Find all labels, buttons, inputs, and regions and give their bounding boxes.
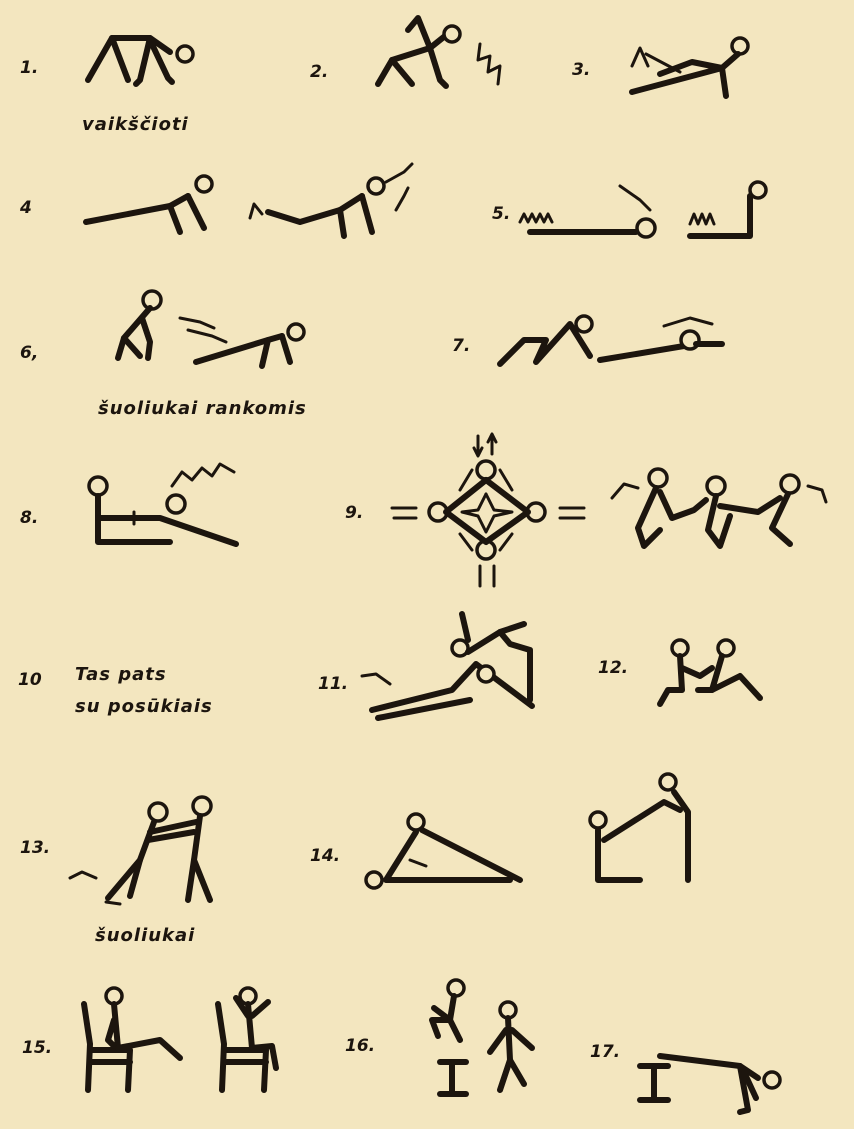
figure-6 — [118, 291, 304, 366]
figure-5 — [520, 182, 766, 237]
figure-11 — [362, 614, 532, 718]
figure-1-bear-walk — [88, 38, 193, 84]
figure-12 — [660, 640, 760, 704]
figure-4 — [86, 164, 412, 236]
figure-2 — [378, 18, 500, 86]
figure-15 — [84, 988, 276, 1090]
figure-14 — [366, 774, 688, 888]
figure-9-chain — [612, 469, 826, 546]
figure-7 — [500, 316, 722, 364]
figure-16 — [432, 980, 532, 1094]
figure-13 — [70, 797, 211, 904]
figure-8 — [89, 464, 236, 544]
figure-9-formation — [392, 434, 584, 586]
figure-17 — [640, 1056, 780, 1112]
figure-3 — [632, 38, 748, 96]
